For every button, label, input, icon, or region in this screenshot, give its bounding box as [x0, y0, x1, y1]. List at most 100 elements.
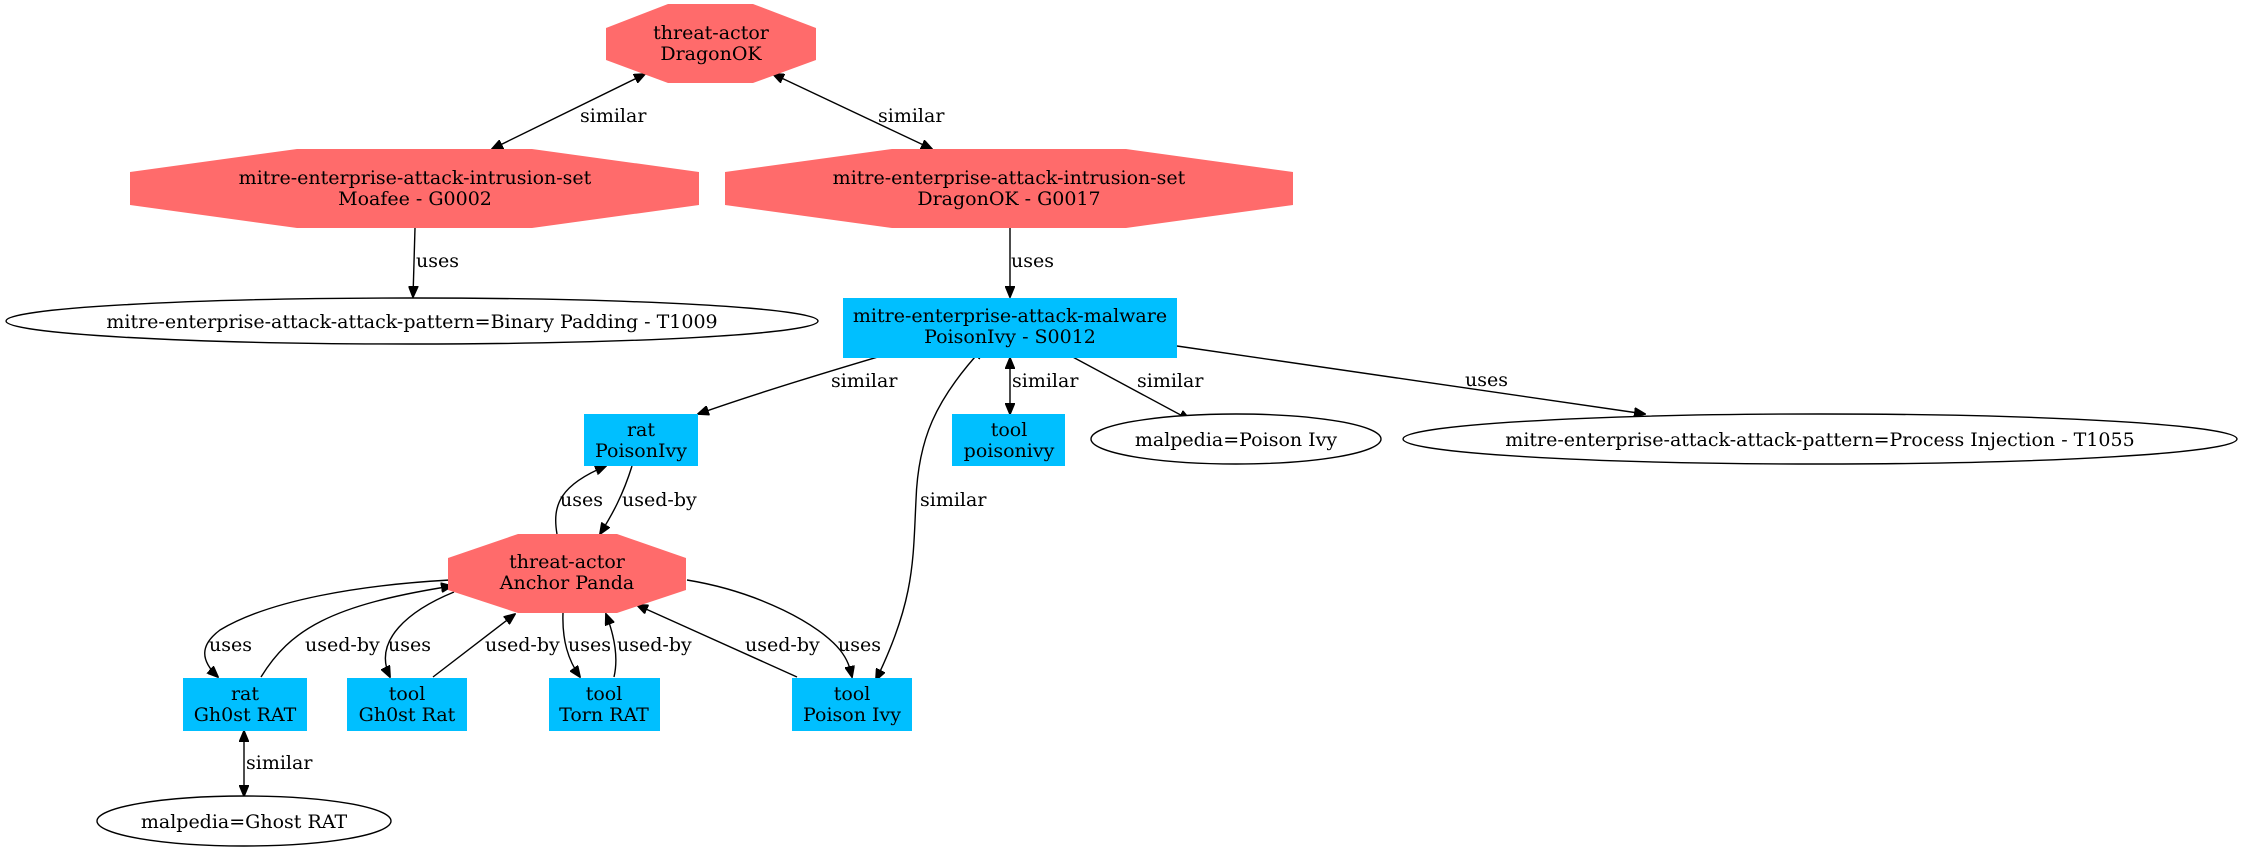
edge-label: similar	[1137, 370, 1204, 392]
edge-label: similar	[920, 489, 987, 511]
edge-label: uses	[1011, 250, 1054, 272]
edge-label: similar	[1012, 370, 1079, 392]
edge-line	[562, 612, 580, 677]
node-threat-actor-anchor-panda[interactable]: threat-actor Anchor Panda	[448, 534, 686, 613]
edge-line	[1176, 345, 1645, 414]
node-type: rat	[627, 419, 655, 441]
edge-label: similar	[246, 752, 313, 774]
edge-tool-gh0st-anchor-panda-used-by: used-by	[432, 614, 560, 678]
edge-label: uses	[388, 634, 431, 656]
octagon-shape	[725, 149, 1293, 228]
node-label: mitre-enterprise-attack-attack-pattern=B…	[106, 311, 717, 333]
box-shape	[952, 414, 1065, 466]
edge-malware-malpedia-poison-ivy: similar	[1056, 348, 1204, 420]
node-rat-poisonivy[interactable]: rat PoisonIvy	[584, 414, 698, 466]
node-intrusion-set-dragonok[interactable]: mitre-enterprise-attack-intrusion-set Dr…	[725, 149, 1293, 228]
octagon-shape	[448, 534, 686, 613]
node-threat-actor-dragonok[interactable]: threat-actor DragonOK	[606, 4, 816, 83]
edge-line	[773, 74, 932, 149]
node-malware-poisonivy[interactable]: mitre-enterprise-attack-malware PoisonIv…	[843, 298, 1177, 358]
node-rat-gh0st-rat[interactable]: rat Gh0st RAT	[183, 678, 307, 731]
node-type: mitre-enterprise-attack-intrusion-set	[833, 167, 1186, 189]
edge-rat-poisonivy-anchor-panda-used-by: used-by	[600, 465, 697, 534]
edge-malware-process-injection: uses	[1176, 345, 1645, 414]
edges: similar similar uses uses similar simila…	[204, 74, 1645, 796]
node-name: Moafee - G0002	[338, 188, 492, 210]
node-type: tool	[991, 419, 1028, 441]
edge-line	[432, 614, 515, 678]
node-malpedia-ghost-rat[interactable]: malpedia=Ghost RAT	[96, 795, 392, 847]
box-shape	[584, 414, 698, 466]
edge-rat-gh0st-malpedia-ghost-rat: similar	[244, 731, 313, 796]
node-name: Gh0st Rat	[359, 704, 456, 726]
node-name: PoisonIvy - S0012	[924, 326, 1096, 348]
edge-torn-rat-anchor-panda-used-by: used-by	[606, 614, 692, 678]
edge-label: similar	[831, 370, 898, 392]
edge-line	[637, 605, 798, 678]
node-name: PoisonIvy	[595, 440, 687, 462]
node-intrusion-set-moafee[interactable]: mitre-enterprise-attack-intrusion-set Mo…	[130, 149, 699, 228]
edge-line	[260, 586, 452, 678]
node-label: malpedia=Ghost RAT	[141, 811, 348, 833]
node-name: DragonOK	[660, 43, 762, 65]
edge-label: uses	[838, 634, 881, 656]
node-type: tool	[389, 683, 426, 705]
box-shape	[549, 678, 660, 731]
node-name: poisonivy	[964, 440, 1055, 462]
edge-moafee-binary-padding: uses	[413, 227, 459, 297]
edge-anchor-panda-rat-poisonivy-uses: uses	[555, 466, 606, 535]
edge-label: used-by	[617, 634, 692, 656]
edge-malware-tool-poisonivy: similar	[1010, 358, 1079, 414]
edge-label: uses	[568, 634, 611, 656]
edge-label: used-by	[745, 634, 820, 656]
node-label: mitre-enterprise-attack-attack-pattern=P…	[1505, 429, 2134, 451]
ellipse-shape	[96, 795, 392, 847]
ellipse-shape	[1402, 413, 2238, 465]
edge-label: uses	[560, 489, 603, 511]
edge-label: used-by	[622, 489, 697, 511]
edge-anchor-panda-rat-gh0st-uses: uses	[204, 579, 451, 677]
node-type: rat	[231, 683, 259, 705]
node-type: mitre-enterprise-attack-intrusion-set	[239, 167, 592, 189]
edge-label: used-by	[305, 634, 380, 656]
node-tool-poison-ivy[interactable]: tool Poison Ivy	[792, 678, 912, 731]
node-name: Poison Ivy	[803, 704, 901, 726]
edge-line	[1056, 348, 1190, 420]
node-label: malpedia=Poison Ivy	[1135, 429, 1338, 451]
box-shape	[183, 678, 307, 731]
node-type: threat-actor	[509, 551, 626, 573]
edge-line	[204, 579, 451, 677]
nodes: threat-actor DragonOK mitre-enterprise-a…	[5, 4, 2238, 847]
edge-label: used-by	[485, 634, 560, 656]
edge-line	[413, 227, 415, 297]
edge-anchor-panda-tool-poison-ivy-uses: uses	[686, 579, 881, 677]
node-name: Gh0st RAT	[194, 704, 297, 726]
node-name: Anchor Panda	[499, 572, 634, 594]
node-type: tool	[586, 683, 623, 705]
edge-dragonok-g0017: similar	[773, 74, 945, 149]
edge-line	[555, 466, 606, 535]
edge-tool-poison-ivy-anchor-panda-used-by: used-by	[637, 605, 820, 678]
edge-line	[492, 74, 645, 149]
edge-label: uses	[1465, 369, 1508, 391]
edge-label: uses	[416, 250, 459, 272]
octagon-shape	[606, 4, 816, 83]
edge-rat-gh0st-anchor-panda-used-by: used-by	[260, 586, 452, 678]
edge-line	[686, 579, 852, 677]
ellipse-shape	[1090, 413, 1382, 465]
edge-label: similar	[878, 105, 945, 127]
edge-anchor-panda-torn-rat-uses: uses	[562, 612, 611, 677]
octagon-shape	[130, 149, 699, 228]
edge-line	[876, 348, 983, 680]
node-tool-gh0st-rat[interactable]: tool Gh0st Rat	[347, 678, 467, 731]
edge-line	[385, 591, 455, 677]
node-malpedia-poison-ivy[interactable]: malpedia=Poison Ivy	[1090, 413, 1382, 465]
ellipse-shape	[5, 297, 819, 345]
node-attack-pattern-binary-padding[interactable]: mitre-enterprise-attack-attack-pattern=B…	[5, 297, 819, 345]
node-tool-torn-rat[interactable]: tool Torn RAT	[549, 678, 660, 731]
node-type: threat-actor	[653, 22, 770, 44]
edge-label: similar	[580, 105, 647, 127]
node-attack-pattern-process-injection[interactable]: mitre-enterprise-attack-attack-pattern=P…	[1402, 413, 2238, 465]
node-tool-poisonivy[interactable]: tool poisonivy	[952, 414, 1065, 466]
